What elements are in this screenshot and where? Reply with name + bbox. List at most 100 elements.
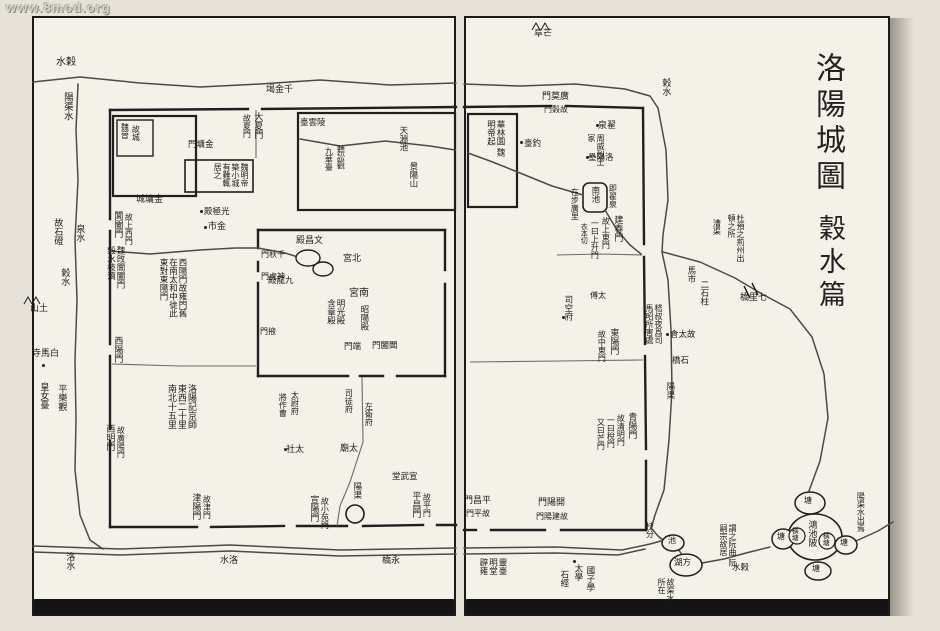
map-label: 泉水 bbox=[74, 224, 85, 242]
map-label: 西明門 bbox=[104, 424, 115, 451]
map-label: 太學 bbox=[572, 564, 583, 581]
city-wall bbox=[361, 523, 425, 528]
map-label: 山土 bbox=[30, 304, 49, 314]
map-label: 故夏門 bbox=[242, 114, 252, 138]
map-label: 在步廣里 bbox=[570, 188, 580, 220]
map-label: 泉翟 bbox=[598, 121, 617, 131]
left-page-bottom-edge bbox=[34, 599, 454, 614]
river-line bbox=[651, 528, 664, 541]
place-marker-dot bbox=[562, 316, 565, 319]
place-marker-dot bbox=[596, 124, 599, 127]
map-label: 阜芒 bbox=[534, 29, 553, 39]
city-wall bbox=[564, 104, 645, 110]
map-label: 故渠水所在 bbox=[657, 578, 675, 602]
map-label: 門掖 bbox=[260, 327, 276, 336]
river-line bbox=[701, 546, 771, 564]
map-label: 殿極光 bbox=[204, 207, 230, 217]
map-label: 漕渠 bbox=[712, 219, 722, 235]
map-label: 門虎神 bbox=[261, 272, 285, 281]
street-line bbox=[469, 359, 644, 363]
map-label: 橋石 bbox=[672, 356, 690, 366]
map-label: 津陽門 bbox=[190, 493, 201, 520]
map-label: 衣本切 bbox=[580, 223, 589, 244]
map-label: 嵇叔夜爲司馬昭所害處 bbox=[645, 304, 663, 344]
map-label: 大夏門 bbox=[252, 112, 263, 139]
map-label: 門陽開 bbox=[538, 498, 566, 508]
map-label: 臺雲陵 bbox=[300, 118, 326, 128]
map-enclosure bbox=[582, 182, 608, 213]
map-label: 故石磴 bbox=[52, 218, 63, 245]
pond-shape bbox=[794, 491, 826, 515]
map-label: 門陽建故 bbox=[536, 512, 568, 521]
map-label: 謂之阮曲 阮嗣宗故居 bbox=[719, 524, 737, 567]
map-label: 湖方 bbox=[674, 558, 692, 568]
map-label: 城墉金 bbox=[136, 195, 164, 205]
map-label: 即翟泉 bbox=[608, 184, 618, 208]
map-label: 聽訟觀 bbox=[336, 145, 346, 169]
map-label: 靈臺明堂辟雍 bbox=[477, 558, 507, 575]
map-label: 門闔閶 bbox=[372, 341, 398, 351]
pond-shape bbox=[669, 553, 703, 577]
map-label: 門秋千 bbox=[261, 250, 285, 259]
street-line bbox=[111, 363, 256, 367]
map-label: 塘 bbox=[804, 496, 812, 505]
map-label: 故上東門 bbox=[601, 217, 611, 249]
map-enclosure bbox=[184, 159, 254, 193]
map-label: 橋里七 bbox=[740, 293, 768, 303]
place-marker-dot bbox=[573, 560, 576, 563]
map-label: 水榖 bbox=[56, 57, 76, 68]
map-label: 周威烈王冢 bbox=[587, 134, 605, 166]
map-label: 故廣陽門 bbox=[116, 426, 126, 458]
map-label: 魏明帝築小城有難輒居之 bbox=[213, 163, 249, 187]
pond-shape bbox=[295, 249, 321, 267]
map-label: 榖水 bbox=[660, 78, 671, 96]
left-page bbox=[32, 16, 456, 616]
map-label: 國子學 bbox=[584, 566, 595, 592]
map-label: 宮北 bbox=[343, 254, 362, 264]
map-label: 故津門 bbox=[202, 495, 212, 519]
map-label: 門昌平 bbox=[464, 496, 492, 506]
place-marker-dot bbox=[520, 141, 523, 144]
city-wall bbox=[260, 105, 458, 111]
map-label: 堨金千 bbox=[266, 85, 294, 95]
map-label: 平樂觀 bbox=[56, 384, 67, 411]
map-label: 宮南 bbox=[349, 288, 369, 299]
map-label: 枝分 bbox=[645, 522, 655, 538]
map-label: 門莫廣 bbox=[542, 92, 570, 102]
city-wall bbox=[462, 104, 553, 109]
map-label: 塘 bbox=[812, 564, 820, 573]
map-subtitle: 穀水篇 bbox=[814, 214, 845, 313]
map-label: 池 bbox=[668, 536, 676, 545]
map-label: 洛水 bbox=[64, 552, 75, 570]
map-enclosure bbox=[466, 112, 519, 209]
map-label: 故小苑門 bbox=[320, 497, 330, 529]
map-label: 太尉府 bbox=[290, 391, 300, 415]
map-label: 橫塘 bbox=[822, 532, 831, 546]
map-label: 塘 bbox=[840, 538, 848, 547]
map-label: 故平門 bbox=[422, 493, 432, 517]
map-label: 明光殿含章殿 bbox=[325, 299, 345, 325]
map-label: 石經 bbox=[558, 570, 569, 587]
map-label: 市金 bbox=[208, 222, 227, 232]
river-line bbox=[604, 209, 642, 255]
river-line bbox=[855, 521, 894, 542]
right-page-outer-shadow bbox=[890, 18, 914, 616]
map-label: 故中東門 bbox=[597, 330, 607, 362]
map-label: 西陽門故雍門舊在南太和中徙此東對東陽門 bbox=[157, 258, 187, 318]
map-label: 宣陽門 bbox=[308, 495, 319, 522]
map-label: 殿昌文 bbox=[296, 236, 324, 246]
map-label: 橫塘 bbox=[791, 527, 800, 541]
map-enclosure bbox=[296, 111, 457, 212]
place-marker-dot bbox=[204, 226, 207, 229]
street-line bbox=[336, 376, 364, 527]
city-wall bbox=[641, 106, 646, 246]
map-label: 壘陽洛 bbox=[588, 153, 614, 163]
river-line bbox=[463, 548, 646, 556]
map-label: 一曰上升門 bbox=[590, 219, 600, 259]
map-label: 故城 bbox=[131, 125, 141, 141]
map-label: 青陽門 bbox=[626, 412, 637, 439]
map-label: 水洛 bbox=[220, 556, 239, 566]
map-label: 洛陽記京師東西二十里南北十五里 bbox=[165, 384, 196, 429]
